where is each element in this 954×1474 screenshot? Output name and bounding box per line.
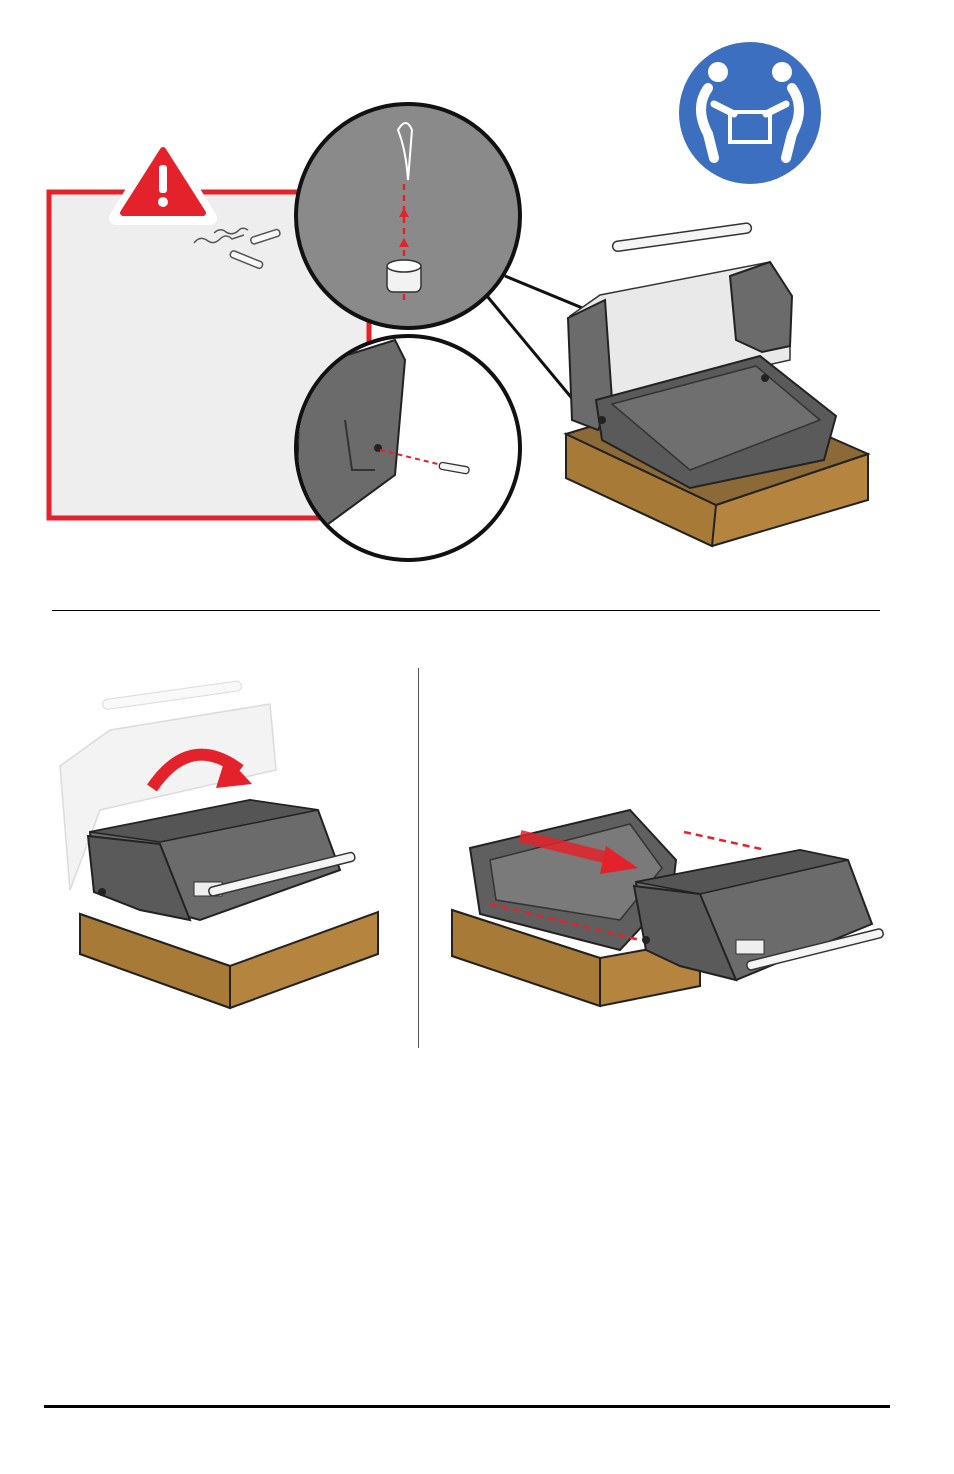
hardware-pins	[193, 227, 281, 270]
remove-pins-illustration	[46, 42, 871, 562]
detail-circle-pin-clip	[294, 102, 522, 330]
two-person-lift-icon	[679, 42, 821, 184]
detail-circle-hinge	[294, 334, 522, 562]
step-divider	[418, 668, 419, 1048]
slide-arrow-icon	[518, 830, 638, 874]
section-divider	[52, 610, 880, 611]
close-lid-illustration	[59, 680, 379, 1010]
alignment-guides	[489, 830, 767, 942]
rotate-arrow-icon	[147, 748, 252, 792]
grill-lid	[632, 848, 884, 982]
step-remove-pins	[0, 0, 954, 600]
grill-closed-lid	[86, 798, 356, 922]
step-slide-lid-off	[440, 790, 900, 1010]
step-close-lid	[40, 660, 400, 1040]
footer-rule	[44, 1405, 890, 1408]
slide-lid-illustration	[451, 808, 884, 1008]
warning-triangle-icon	[109, 135, 217, 225]
grill-open-lid	[563, 222, 871, 548]
ghost-lid	[59, 680, 277, 891]
